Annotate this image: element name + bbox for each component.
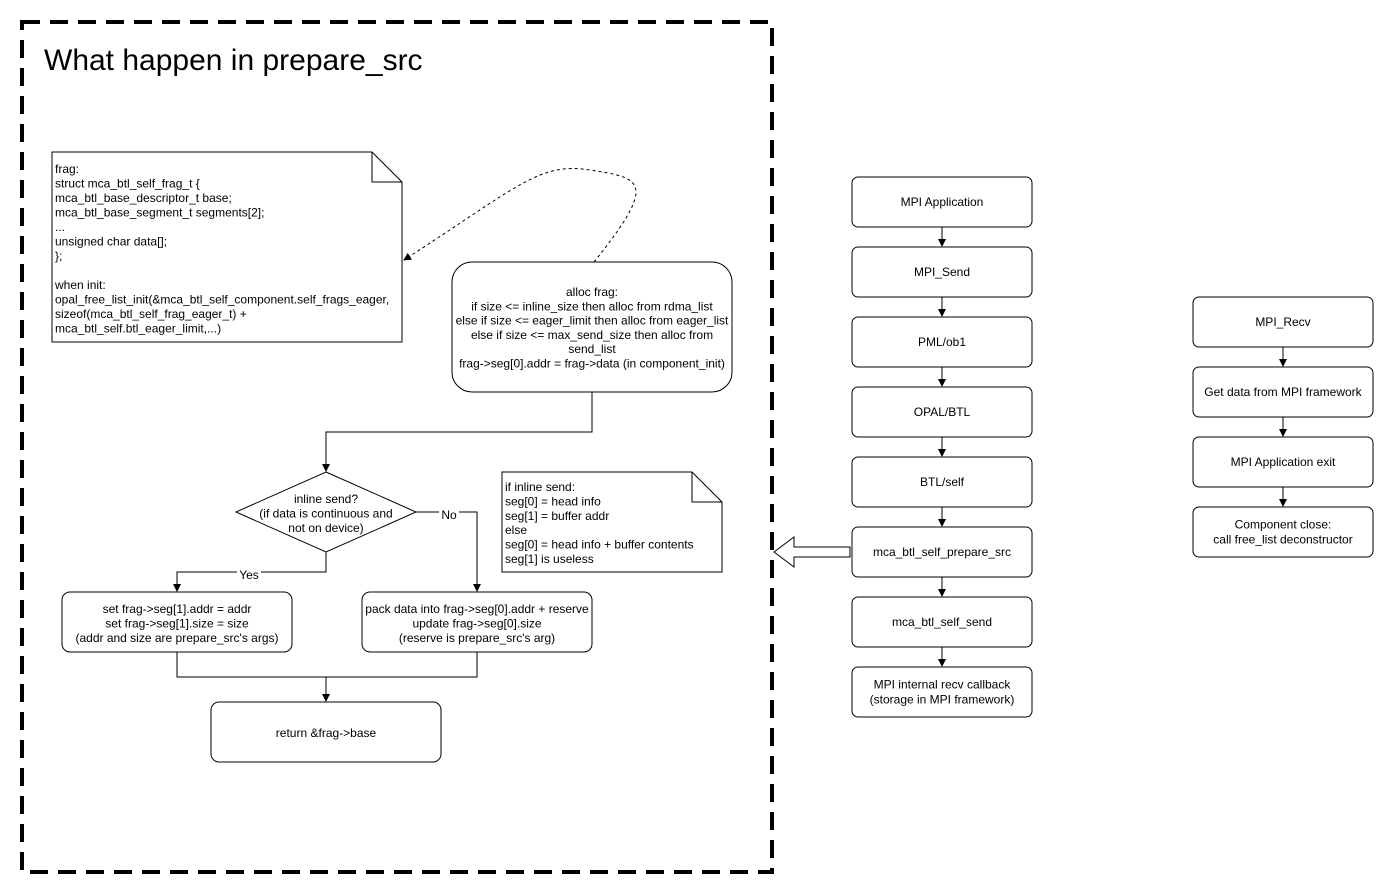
- yes-label: Yes: [239, 568, 259, 582]
- frag-note-line: sizeof(mca_btl_self_frag_eager_t) +: [55, 307, 247, 321]
- frag-note-line: };: [55, 249, 62, 263]
- decision-line: not on device): [288, 521, 363, 535]
- send-step-label: OPAL/BTL: [914, 405, 971, 419]
- yes-box-line: set frag->seg[1].addr = addr: [103, 602, 252, 616]
- recv-step-4: Component close:call free_list deconstru…: [1192, 506, 1374, 558]
- merge-connector: [176, 652, 478, 678]
- send-step-3: PML/ob1: [851, 316, 1033, 368]
- recv-step-label: Component close:: [1235, 518, 1332, 532]
- frag-note-line: mca_btl_base_segment_t segments[2];: [55, 206, 264, 220]
- send-step-8: MPI internal recv callback(storage in MP…: [851, 666, 1033, 718]
- frag-note-line: opal_free_list_init(&mca_btl_self_compon…: [55, 293, 389, 307]
- frag-note-line: ...: [55, 220, 65, 234]
- send-step-7: mca_btl_self_send: [851, 596, 1033, 648]
- send-step-1: MPI Application: [851, 176, 1033, 228]
- decision-line: (if data is continuous and: [259, 507, 392, 521]
- frag-note-line: mca_btl_base_descriptor_t base;: [55, 191, 232, 205]
- frag-reference-connector: [403, 168, 637, 263]
- inline-note-line: seg[1] = buffer addr: [505, 509, 609, 523]
- inline-note-line: seg[0] = head info: [505, 494, 601, 508]
- recv-step-label: Get data from MPI framework: [1204, 385, 1362, 399]
- inline-note-line: seg[0] = head info + buffer contents: [505, 538, 694, 552]
- no-box-line: (reserve is prepare_src's arg): [399, 631, 555, 645]
- send-step-2: MPI_Send: [851, 246, 1033, 298]
- alloc-frag-box: alloc frag:if size <= inline_size then a…: [451, 261, 733, 393]
- send-step-label: mca_btl_self_send: [892, 615, 992, 629]
- frag-note-line: mca_btl_self.btl_eager_limit,...): [55, 322, 221, 336]
- prepare-src-container: [20, 20, 774, 874]
- recv-step-label: MPI Application exit: [1231, 455, 1336, 469]
- no-label: No: [441, 508, 457, 522]
- frag-note-line: when init:: [54, 278, 106, 292]
- return-label: return &frag->base: [276, 726, 377, 740]
- no-box-line: pack data into frag->seg[0].addr + reser…: [365, 602, 589, 616]
- recv-step-1: MPI_Recv: [1192, 296, 1374, 348]
- pack-data-box: pack data into frag->seg[0].addr + reser…: [361, 591, 593, 653]
- return-frag-base-box: return &frag->base: [210, 701, 442, 763]
- recv-step-3: MPI Application exit: [1192, 436, 1374, 488]
- send-step-label: mca_btl_self_prepare_src: [873, 545, 1011, 559]
- send-step-label: (storage in MPI framework): [870, 693, 1015, 707]
- no-box-line: update frag->seg[0].size: [412, 617, 541, 631]
- alloc-line: if size <= inline_size then alloc from r…: [471, 299, 713, 313]
- send-step-5: BTL/self: [851, 456, 1033, 508]
- send-step-label: PML/ob1: [918, 335, 966, 349]
- send-step-label: BTL/self: [920, 475, 965, 489]
- alloc-to-decision-connector: [322, 392, 593, 472]
- frag-struct-note: frag:struct mca_btl_self_frag_t { mca_bt…: [51, 151, 403, 343]
- alloc-line: frag->seg[0].addr = frag->data (in compo…: [459, 357, 725, 371]
- send-step-4: OPAL/BTL: [851, 386, 1033, 438]
- inline-note-line: else: [505, 523, 527, 537]
- send-step-label: MPI_Send: [914, 265, 970, 279]
- frag-note-line: struct mca_btl_self_frag_t {: [55, 177, 200, 191]
- alloc-line: alloc frag:: [566, 285, 618, 299]
- send-step-6: mca_btl_self_prepare_src: [851, 526, 1033, 578]
- alloc-line: send_list: [568, 342, 616, 356]
- inline-send-note: if inline send: seg[0] = head info seg[1…: [501, 471, 723, 573]
- inline-send-decision: inline send?(if data is continuous andno…: [234, 471, 418, 553]
- alloc-line: else if size <= eager_limit then alloc f…: [456, 314, 729, 328]
- page-title: What happen in prepare_src: [44, 44, 423, 77]
- recv-step-2: Get data from MPI framework: [1192, 366, 1374, 418]
- zoom-in-arrow: [773, 536, 851, 568]
- frag-note-line: unsigned char data[];: [55, 235, 167, 249]
- recv-step-label: MPI_Recv: [1255, 315, 1310, 329]
- no-branch-connector: [416, 511, 481, 592]
- send-step-label: MPI Application: [901, 195, 984, 209]
- send-step-label: MPI internal recv callback: [874, 678, 1012, 692]
- alloc-line: else if size <= max_send_size then alloc…: [471, 328, 713, 342]
- inline-note-line: if inline send:: [505, 480, 575, 494]
- decision-line: inline send?: [294, 492, 358, 506]
- yes-box-line: set frag->seg[1].size = size: [105, 617, 249, 631]
- inline-note-line: seg[1] is useless: [505, 552, 594, 566]
- yes-box-line: (addr and size are prepare_src's args): [75, 631, 278, 645]
- recv-step-label: call free_list deconstructor: [1213, 533, 1352, 547]
- frag-note-line: frag:: [55, 162, 79, 176]
